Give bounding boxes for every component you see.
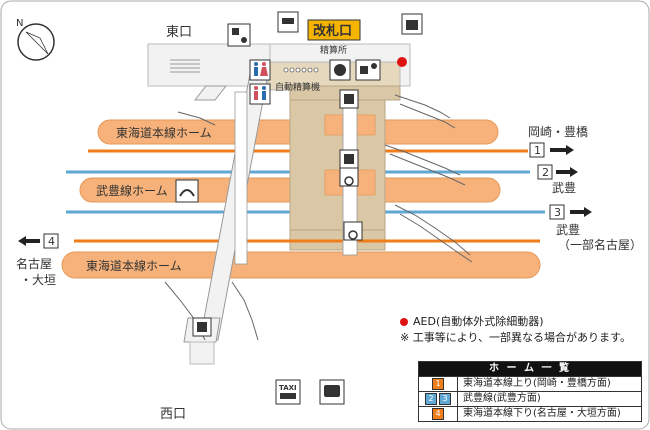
legend-note-row: ※ 工事等により、一部異なる場合があります。: [400, 330, 640, 346]
east-stairs: [170, 59, 200, 73]
ticket-gates: [283, 67, 319, 73]
track-2-number: 2: [542, 166, 549, 179]
track-1: 1 岡崎・豊橋: [528, 125, 588, 158]
compass-north-label: N: [16, 18, 23, 29]
elevator-icon: [227, 23, 251, 47]
ticket-machine-icon: [277, 11, 299, 33]
legend-aed-text: AED(自動体外式除細動器): [413, 315, 544, 328]
aed-marker-icon: [397, 57, 407, 67]
west-elevator-shaft: [189, 341, 215, 365]
track-4-destination: 名古屋: [16, 256, 52, 271]
overhead-walkway: [199, 73, 269, 341]
platform-label-mutoyo: 武豊線ホーム: [96, 183, 168, 198]
track-3-sub: （一部名古屋）: [558, 237, 642, 252]
west-elevator-icon: [192, 317, 212, 337]
track-1-destination: 岡崎・豊橋: [528, 125, 588, 139]
taxi-label: TAXI: [279, 384, 297, 392]
home-row-1-text: 東海道本線上り(岡崎・豊橋方面): [463, 378, 611, 389]
legend: AED(自動体外式除細動器) ※ 工事等により、一部異なる場合があります。: [400, 314, 640, 346]
platform-tokaido-down: [61, 251, 541, 279]
home-row-3-num: 4: [432, 408, 444, 420]
home-table-title: ホ ー ム 一 覧: [419, 362, 641, 376]
walkway-top-stairs: [193, 85, 228, 101]
drinking-fountain-icon: [175, 179, 199, 203]
west-exit-label: 西口: [160, 407, 186, 422]
auto-fare-label: 自動精算機: [275, 81, 320, 93]
platform-elevator-icon-2: [339, 149, 359, 169]
toilet-icon: [249, 59, 271, 81]
track-4-arrow-icon: [18, 236, 40, 246]
home-table-row-1: 1 東海道本線上り(岡崎・豊橋方面): [419, 376, 641, 391]
aed-dot-icon: [400, 318, 408, 326]
wheelchair-icon-2: [343, 221, 363, 241]
staff-counter-icon: [355, 59, 381, 81]
gate-label: 改札口: [313, 23, 352, 39]
shop-icon: [401, 13, 423, 35]
track-4-number: 4: [48, 235, 55, 248]
home-row-2-text: 武豊線(武豊方面): [463, 393, 541, 404]
track-2-arrow-icon: [556, 167, 578, 177]
track-3-destination: 武豊: [556, 223, 580, 237]
platform-label-tokaido-up: 東海道本線ホーム: [116, 125, 212, 140]
track-4: 4 名古屋 ・大垣: [16, 233, 59, 287]
home-table-row-3: 4 東海道本線下り(名古屋・大垣方面): [419, 406, 641, 421]
wheelchair-icon-1: [339, 167, 359, 187]
compass-icon: N: [16, 18, 55, 61]
home-row-2-num-b: 3: [439, 393, 451, 405]
track-2-destination: 武豊: [552, 181, 576, 195]
track-2: 2 武豊: [537, 164, 578, 195]
bus-icon: [319, 379, 345, 405]
multipurpose-toilet-icon: [249, 83, 271, 105]
gate-label-box: [307, 19, 361, 41]
track-1-arrow-icon: [550, 145, 574, 155]
coin-locker-icon: [329, 59, 351, 81]
legend-note-text: ※ 工事等により、一部異なる場合があります。: [400, 331, 631, 344]
east-exit-label: 東口: [166, 24, 192, 40]
home-row-2-num-a: 2: [425, 393, 437, 405]
track-3-arrow-icon: [570, 207, 592, 217]
taxi-icon: TAXI: [275, 379, 301, 405]
platform-elevator-icon-1: [339, 89, 359, 109]
home-row-3-text: 東海道本線下り(名古屋・大垣方面): [463, 408, 621, 419]
fare-office-label: 精算所: [320, 44, 347, 56]
platform-label-tokaido-down: 東海道本線ホーム: [86, 258, 182, 273]
track-1-number: 1: [534, 144, 541, 157]
home-row-1-num: 1: [432, 378, 444, 390]
walkway-elevator-shaft: [234, 91, 248, 265]
track-3-number: 3: [554, 206, 561, 219]
track-4-sub: ・大垣: [20, 273, 56, 287]
track-3: 3 武豊 （一部名古屋）: [549, 204, 642, 252]
legend-aed-row: AED(自動体外式除細動器): [400, 314, 640, 330]
